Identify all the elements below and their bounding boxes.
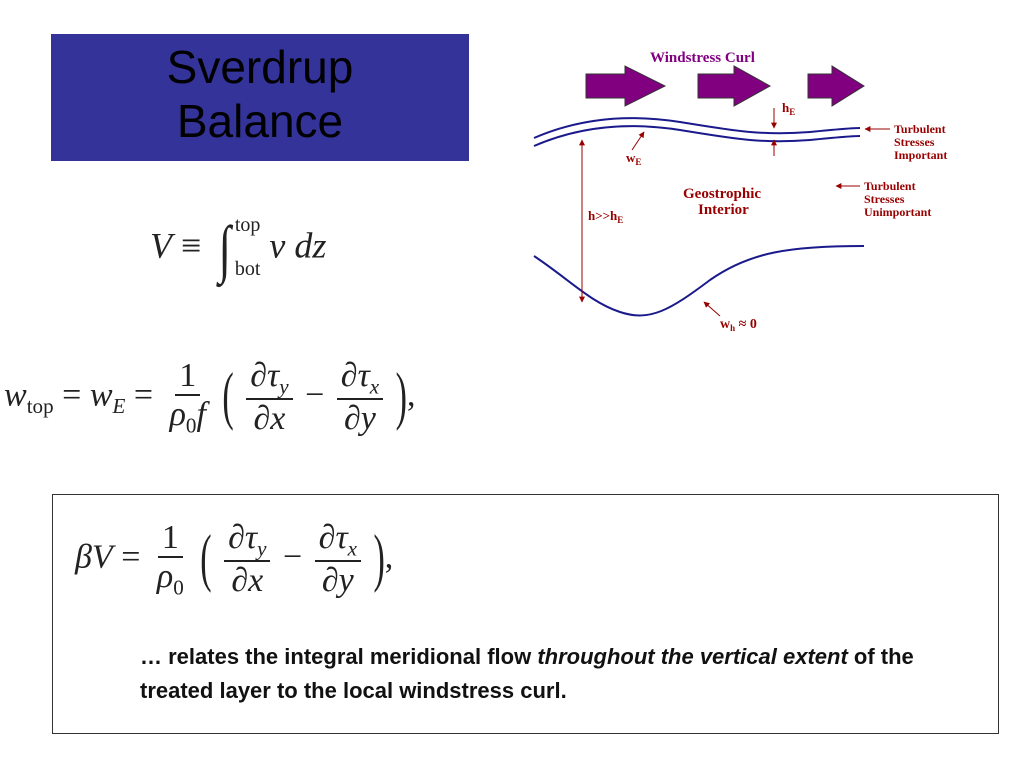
interior-label-2: Interior (698, 202, 749, 218)
wind-arrow-1 (585, 65, 667, 107)
turb-unimportant-label: Turbulent Stresses Unimportant (864, 179, 931, 219)
sverdrup-diagram: Windstress Curl hE wE h>>hE Geostrophic … (533, 50, 949, 333)
eq2-dtauy-dx: ∂τy ∂x (246, 358, 293, 437)
eq3-dtaux-dy: ∂τx ∂y (314, 520, 361, 599)
depth-label: h>>hE (588, 208, 623, 225)
wind-arrow-2 (697, 65, 772, 107)
sverdrup-box (52, 494, 999, 734)
equation-integral: V ≡ ∫ top bot v dz (150, 205, 326, 293)
bottom-line (533, 245, 865, 317)
eq3-dtauy-dx: ∂τy ∂x (224, 520, 271, 599)
eq1-lower: bot (234, 258, 261, 280)
caption: … relates the integral meridional flow t… (140, 644, 914, 703)
eq1-op: ≡ (181, 225, 202, 266)
integral-sign: ∫ (218, 213, 232, 284)
equation-sverdrup: βV = 1 ρ0 ( ∂τy ∂x − ∂τx ∂y ), (75, 519, 394, 600)
title-box: Sverdrup Balance (51, 34, 469, 161)
eq3-prefactor: 1 ρ0 (156, 519, 184, 600)
interior-label-1: Geostrophic (683, 186, 761, 202)
wE-label: wE (626, 150, 641, 167)
diagram-title: Windstress Curl (650, 50, 755, 66)
title-line-1: Sverdrup (166, 41, 354, 93)
eq1-lhs: V (150, 225, 172, 266)
turb-important-label: Turbulent Stresses Important (894, 122, 949, 162)
ekman-base-line (533, 125, 861, 147)
eq1-upper: top (234, 214, 261, 236)
title-line-2: Balance (176, 95, 344, 147)
hE-label: hE (782, 100, 795, 117)
integral-limits: top bot (235, 203, 261, 291)
equation-ekman-pumping: wtop = wE = 1 ρ0f ( ∂τy ∂x − ∂τx ∂y ), (4, 357, 416, 438)
wind-arrow-3 (807, 65, 865, 107)
eq2-dtaux-dy: ∂τx ∂y (336, 358, 384, 437)
surface-line (533, 117, 861, 139)
eq2-prefactor: 1 ρ0f (169, 357, 206, 438)
eq1-integrand: v dz (269, 225, 327, 266)
wh-label: wh ≈ 0 (720, 317, 757, 333)
